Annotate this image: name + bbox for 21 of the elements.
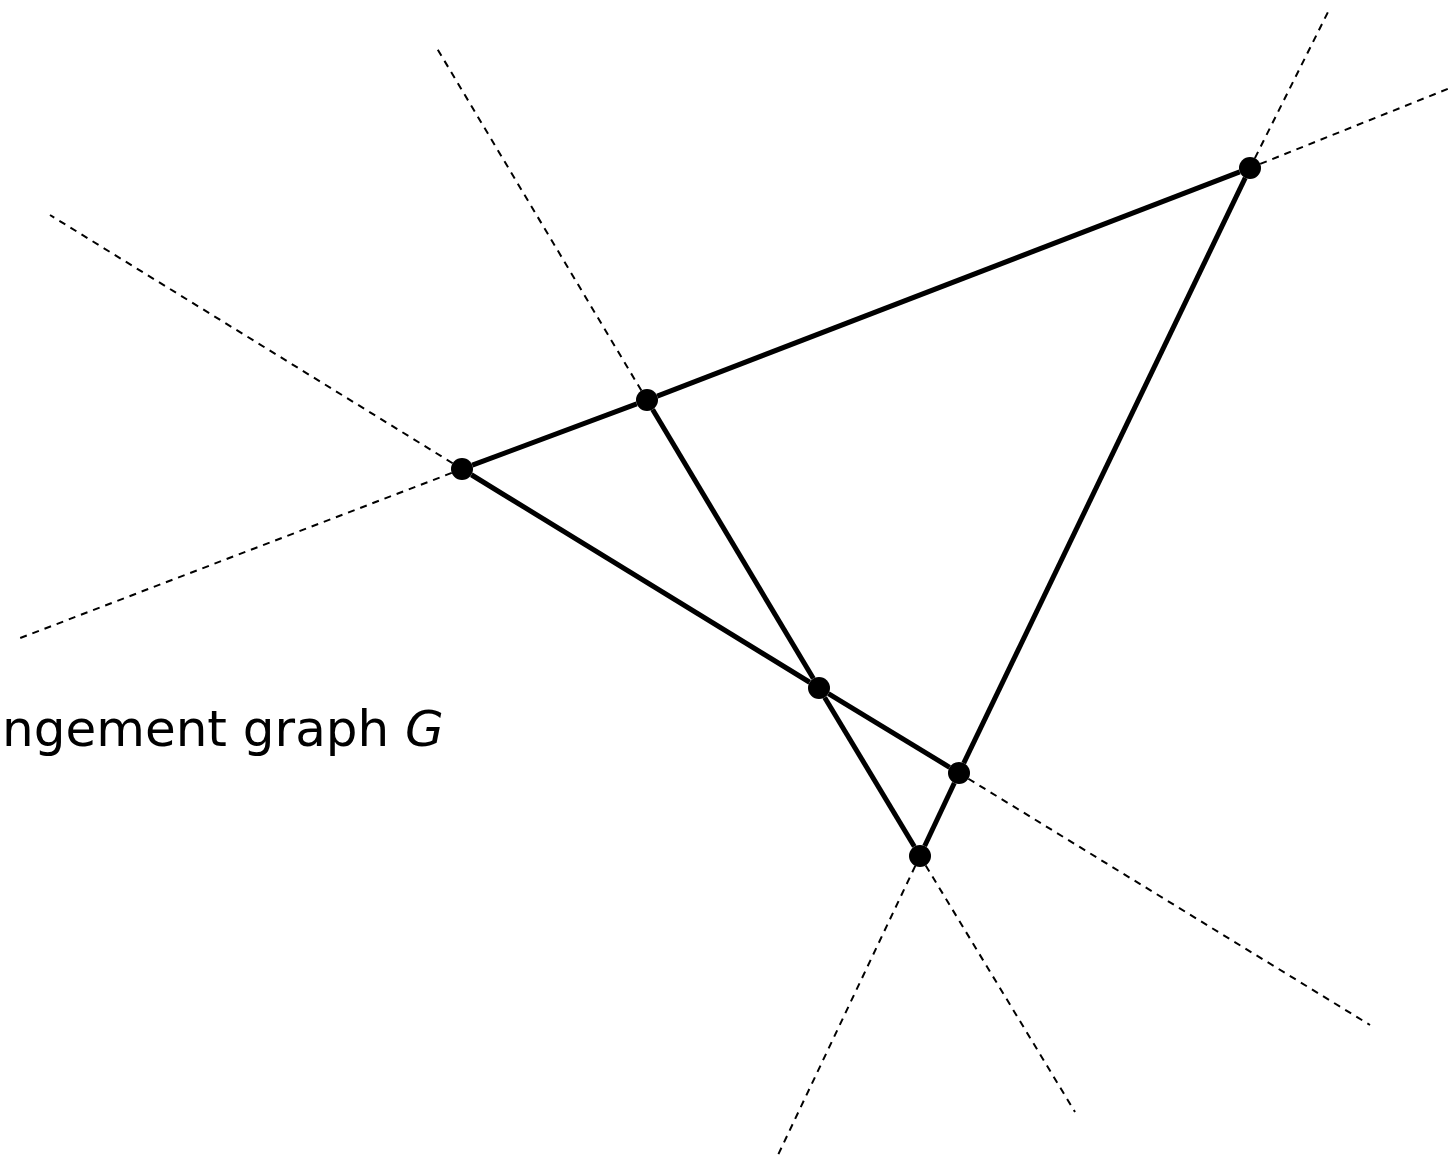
vertex-dot <box>909 845 931 867</box>
dashed-line <box>1253 11 1329 160</box>
vertex-dot <box>808 677 830 699</box>
vertex-dot <box>636 389 658 411</box>
edge-line <box>922 781 957 848</box>
edge-line <box>656 169 1241 399</box>
dashed-line <box>967 777 1371 1026</box>
dashed-line <box>49 214 454 465</box>
edge-line <box>961 176 1248 765</box>
graph-label: ngement graph G <box>2 700 444 758</box>
edge-line <box>650 408 816 680</box>
vertex-dot <box>451 458 473 480</box>
dashed-line <box>1259 87 1450 165</box>
edge-line <box>827 691 951 770</box>
vertex-dot <box>1239 157 1261 179</box>
edge-line <box>471 401 638 468</box>
vertex-dot <box>948 762 970 784</box>
edge-line <box>470 472 811 685</box>
dashed-line <box>924 864 1076 1113</box>
dashed-line <box>777 864 917 1156</box>
edge-line <box>822 696 917 848</box>
